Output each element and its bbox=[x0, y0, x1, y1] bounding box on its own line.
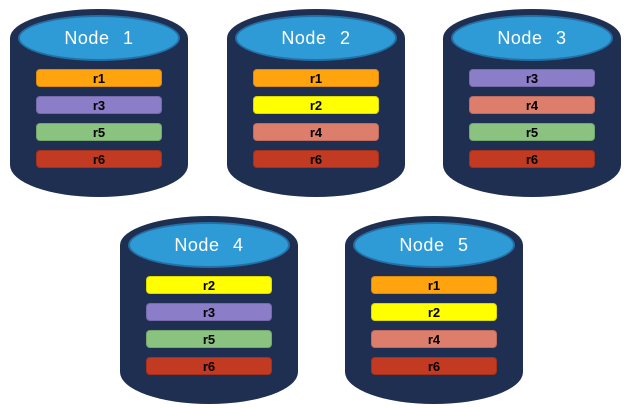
replica-bar: r6 bbox=[253, 150, 379, 168]
replica-bar: r6 bbox=[146, 357, 272, 375]
node-top-ellipse: Node 2 bbox=[235, 15, 397, 61]
replica-bar: r1 bbox=[36, 69, 162, 87]
replica-list: r2 r3 r5 r6 bbox=[146, 276, 272, 375]
replica-list: r3 r4 r5 r6 bbox=[469, 69, 595, 168]
node-top-ellipse: Node 4 bbox=[128, 222, 290, 268]
node-cylinder-3: Node 3 r3 r4 r5 r6 bbox=[443, 9, 621, 197]
replica-bar: r2 bbox=[371, 303, 497, 321]
replica-bar: r6 bbox=[469, 150, 595, 168]
replica-bar: r3 bbox=[469, 69, 595, 87]
node-cylinder-2: Node 2 r1 r2 r4 r6 bbox=[227, 9, 405, 197]
replica-bar: r4 bbox=[253, 123, 379, 141]
replica-list: r1 r2 r4 r6 bbox=[371, 276, 497, 375]
replica-bar: r3 bbox=[36, 96, 162, 114]
node-top-ellipse: Node 3 bbox=[451, 15, 613, 61]
replica-bar: r4 bbox=[371, 330, 497, 348]
replica-bar: r4 bbox=[469, 96, 595, 114]
node-top-ellipse: Node 5 bbox=[353, 222, 515, 268]
replica-bar: r6 bbox=[36, 150, 162, 168]
replica-bar: r3 bbox=[146, 303, 272, 321]
replica-list: r1 r3 r5 r6 bbox=[36, 69, 162, 168]
node-cylinder-4: Node 4 r2 r3 r5 r6 bbox=[120, 216, 298, 404]
replica-bar: r5 bbox=[36, 123, 162, 141]
replica-bar: r2 bbox=[253, 96, 379, 114]
replica-bar: r5 bbox=[469, 123, 595, 141]
replica-bar: r1 bbox=[371, 276, 497, 294]
replica-bar: r5 bbox=[146, 330, 272, 348]
replica-bar: r2 bbox=[146, 276, 272, 294]
node-cylinder-1: Node 1 r1 r3 r5 r6 bbox=[10, 9, 188, 197]
replica-bar: r1 bbox=[253, 69, 379, 87]
replica-bar: r6 bbox=[371, 357, 497, 375]
node-label: Node 2 bbox=[281, 27, 351, 48]
replica-list: r1 r2 r4 r6 bbox=[253, 69, 379, 168]
node-top-ellipse: Node 1 bbox=[18, 15, 180, 61]
node-label: Node 1 bbox=[64, 27, 134, 48]
node-cylinder-5: Node 5 r1 r2 r4 r6 bbox=[345, 216, 523, 404]
node-label: Node 4 bbox=[174, 234, 244, 255]
node-label: Node 5 bbox=[399, 234, 469, 255]
node-label: Node 3 bbox=[497, 27, 567, 48]
